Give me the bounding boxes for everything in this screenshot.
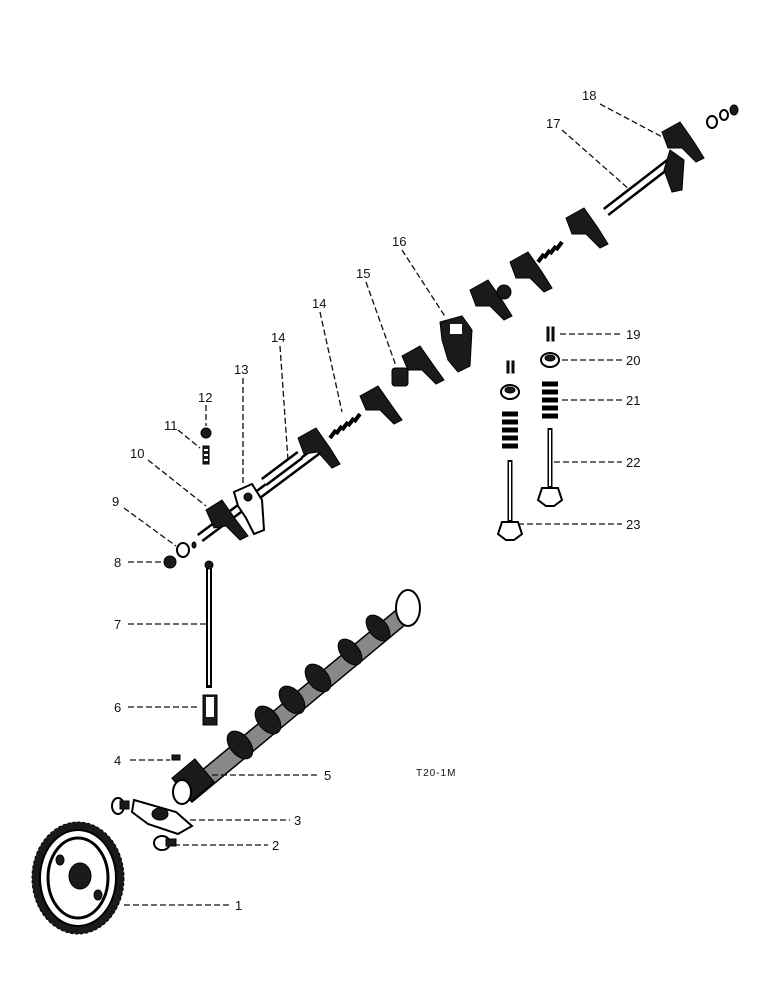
leader-line-17 (401, 249, 447, 319)
lock-nut-part (200, 427, 212, 439)
callout-21: 21 (626, 393, 640, 408)
callout-5: 5 (324, 768, 331, 783)
tappet-part (202, 694, 218, 726)
callout-17: 16 (392, 234, 406, 249)
callout-8: 8 (114, 555, 121, 570)
camshaft-part (171, 589, 421, 805)
push-rod-part (204, 560, 214, 688)
plate-screw-part (111, 797, 130, 815)
adjusting-screw-part (202, 445, 210, 465)
callout-12: 12 (198, 390, 212, 405)
callout-1: 1 (235, 898, 242, 913)
rocker-arm-part (297, 427, 341, 469)
shaft-washers-part (176, 541, 197, 558)
woodruff-key-part (171, 754, 181, 761)
leader-line-9 (123, 507, 177, 547)
callout-13: 13 (234, 362, 248, 377)
callout-14b: 17 (546, 116, 560, 131)
callout-23: 23 (626, 517, 640, 532)
callout-4: 4 (114, 753, 121, 768)
callout-20: 20 (626, 353, 640, 368)
rear-end-rocker-part (661, 104, 739, 193)
rocker-shaft-front-part (261, 451, 303, 486)
rocker-bracket-part (232, 482, 266, 536)
end-plug-part (163, 555, 177, 569)
leader-line-11 (177, 429, 201, 449)
callout-22: 22 (626, 455, 640, 470)
rocker-shaft-rear-part (602, 154, 680, 216)
shaft-spacer-part (391, 367, 409, 387)
rocker-arm-rear-part (469, 251, 553, 321)
rocker-spring-part (328, 412, 362, 440)
callout-11: 11 (164, 418, 178, 433)
valve-part (496, 428, 564, 541)
spring-retainer-part (500, 352, 560, 400)
camshaft-gear-part (31, 821, 125, 935)
drawing-code: T20-1M (416, 768, 456, 779)
leader-line-14a (279, 345, 289, 461)
leader-line-10 (147, 459, 207, 507)
gear-bolt-part (153, 835, 177, 851)
callout-3: 3 (294, 813, 301, 828)
leader-line-16 (365, 281, 397, 367)
rocker-arm-part (401, 345, 445, 385)
callout-2: 2 (272, 838, 279, 853)
callout-10: 10 (130, 446, 144, 461)
rocker-pedestal-part (439, 315, 473, 373)
rocker-arm-part (359, 385, 403, 425)
callout-6: 6 (114, 700, 121, 715)
callout-14a: 14 (271, 330, 285, 345)
rear-rocker-spring-part (536, 240, 564, 264)
leader-line-18 (599, 103, 669, 141)
valve-collets-part (506, 326, 555, 374)
callout-9: 9 (112, 494, 119, 509)
callout-19: 19 (626, 327, 640, 342)
leader-line-14b (561, 129, 631, 191)
valve-spring-part (502, 381, 558, 449)
rocker-arm-part (565, 207, 609, 249)
callout-7: 7 (114, 617, 121, 632)
callout-18: 18 (582, 88, 596, 103)
callout-15: 14 (312, 296, 326, 311)
callout-16: 15 (356, 266, 370, 281)
leader-line-15 (319, 311, 343, 413)
thrust-plate-part (130, 798, 194, 836)
